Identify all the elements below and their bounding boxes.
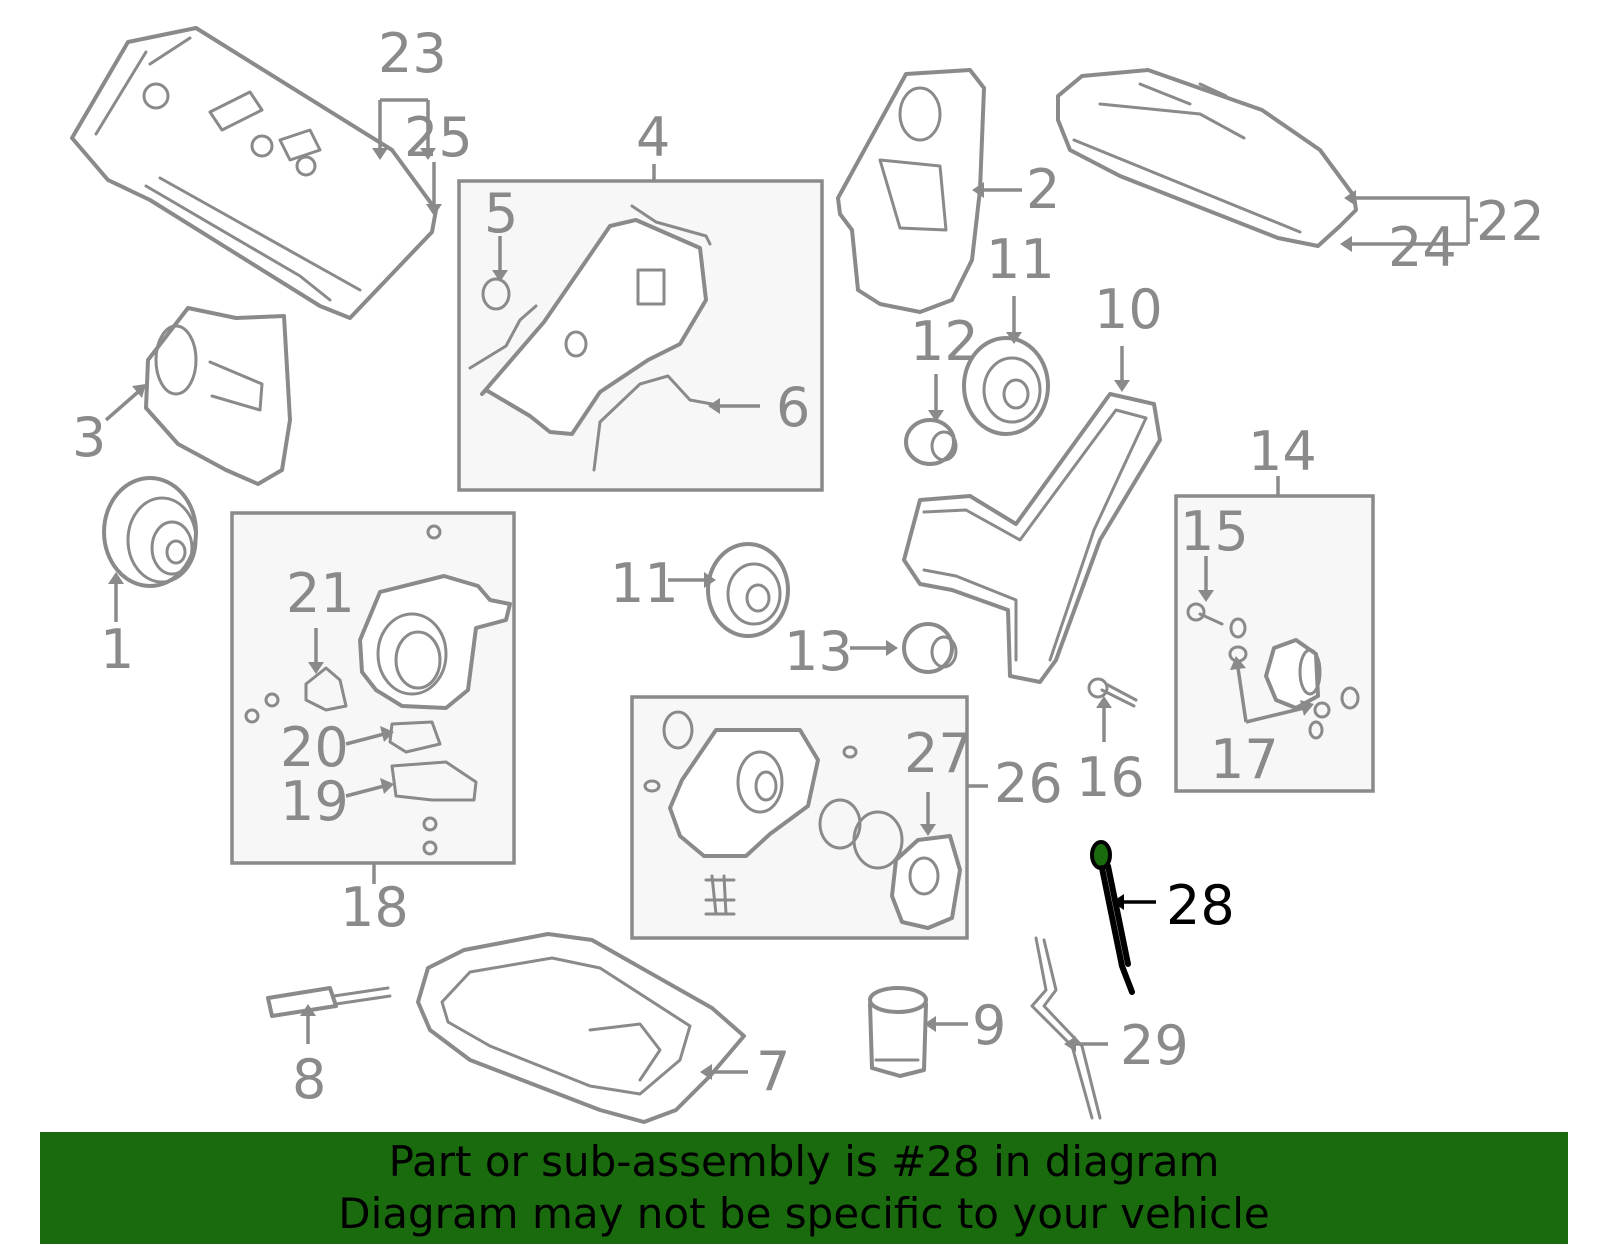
part-8 [266, 986, 392, 1018]
callout-24: 24 [1388, 216, 1457, 279]
callout-16: 16 [1076, 746, 1145, 809]
callout-22: 22 [1476, 190, 1545, 253]
callout-11-lower: 11 [610, 552, 679, 615]
callout-5: 5 [484, 182, 518, 245]
timing-belt-part [902, 392, 1162, 684]
oil-pan-part [416, 932, 746, 1124]
callout-26: 26 [994, 752, 1063, 815]
oil-filter-part [868, 986, 928, 1078]
callout-28-highlighted: 28 [1166, 874, 1235, 937]
intake-plenum-part [1056, 68, 1358, 248]
callout-27: 27 [904, 722, 973, 785]
callout-10: 10 [1094, 278, 1163, 341]
callout-18: 18 [340, 876, 409, 939]
callout-14: 14 [1248, 420, 1317, 483]
callout-9: 9 [972, 994, 1006, 1057]
callout-17: 17 [1210, 728, 1279, 791]
callout-23: 23 [378, 22, 447, 85]
callout-8: 8 [292, 1048, 326, 1111]
callout-2: 2 [1026, 158, 1060, 221]
lower-timing-cover-part [144, 306, 292, 486]
callout-29: 29 [1120, 1014, 1189, 1077]
oil-pump-part [643, 710, 962, 930]
valve-cover-part [70, 26, 438, 320]
cam-sprocket-lower-part [706, 542, 790, 638]
upper-timing-cover-part [836, 68, 986, 314]
callout-11-upper: 11 [986, 228, 1055, 291]
callout-7: 7 [756, 1040, 790, 1103]
info-banner: Part or sub-assembly is #28 in diagram D… [40, 1132, 1568, 1244]
callout-1: 1 [100, 618, 134, 681]
crank-pulley-part [102, 476, 198, 588]
callout-3: 3 [72, 406, 106, 469]
callout-25: 25 [404, 106, 473, 169]
banner-line-2: Diagram may not be specific to your vehi… [338, 1189, 1270, 1238]
callout-13: 13 [784, 620, 853, 683]
group-box-14 [1174, 494, 1375, 793]
throttle-body-part [244, 524, 512, 856]
cam-sprocket-upper-part [962, 336, 1050, 436]
callout-20: 20 [280, 716, 349, 779]
callout-15: 15 [1180, 500, 1249, 563]
timing-case-part [468, 204, 714, 472]
dipstick-tube-part [1030, 936, 1102, 1120]
callout-21: 21 [286, 562, 355, 625]
bolt-16-part [1087, 677, 1138, 708]
idler-13-part [902, 622, 958, 674]
callout-19: 19 [280, 770, 349, 833]
leader-lines [104, 98, 1478, 1080]
callout-12: 12 [910, 310, 979, 373]
o-ring-5 [481, 277, 511, 311]
idler-12-part [904, 418, 958, 466]
callout-4: 4 [636, 106, 670, 169]
dipstick-part-highlighted [1090, 840, 1135, 995]
callout-labels: 23 25 3 1 4 5 6 2 22 24 11 12 10 14 15 1… [72, 22, 1545, 1111]
banner-line-1: Part or sub-assembly is #28 in diagram [388, 1137, 1220, 1186]
callout-6: 6 [776, 376, 810, 439]
